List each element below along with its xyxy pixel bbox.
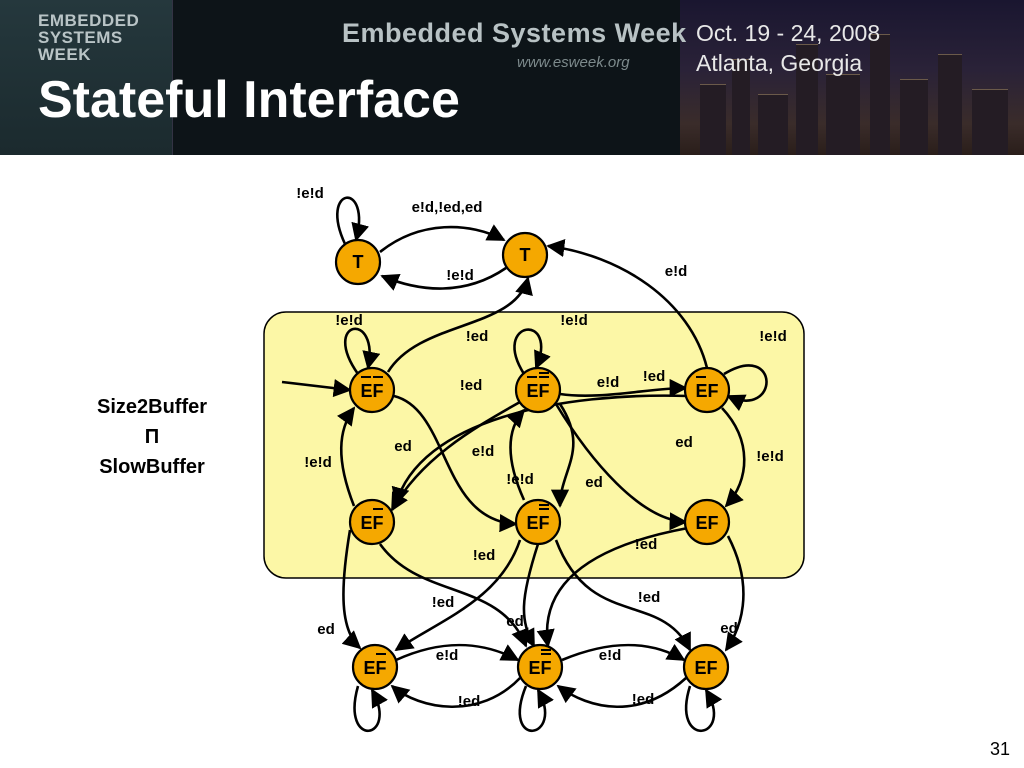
- interface-composition-label: Size2Buffer Π SlowBuffer: [72, 392, 232, 482]
- composition-line: Size2Buffer: [96, 396, 208, 418]
- transition-ef00-ef11: [393, 394, 518, 533]
- event-date: Oct. 19 - 24, 2008: [696, 20, 881, 46]
- transition-ef10-ef00: [337, 406, 356, 507]
- transition-ef01-ef21: [550, 403, 575, 508]
- transition-label: !e!d: [304, 454, 332, 471]
- transition-loop-ef00: [344, 327, 381, 375]
- state-node-t1: T: [334, 238, 382, 286]
- composition-line: SlowBuffer: [99, 456, 205, 478]
- state-node-ef21: EF: [516, 643, 564, 691]
- transition-label: ed: [506, 613, 524, 630]
- transition-label: ed: [675, 434, 693, 451]
- transition-ef11-ef20: [394, 539, 522, 652]
- transition-ef21-ef20: [390, 677, 521, 708]
- transition-ef12-ef22: [724, 535, 745, 652]
- transition-t2-t1: [380, 266, 507, 291]
- state-label: EF: [360, 381, 383, 401]
- transition-ef11-ef01: [506, 408, 526, 501]
- transition-init-ef00: [281, 379, 352, 398]
- state-label: T: [353, 252, 364, 272]
- transition-ef01-ef10: [390, 400, 521, 512]
- state-label: T: [520, 245, 531, 265]
- transition-label: e!d: [436, 647, 459, 664]
- transition-label: e!d: [472, 443, 495, 460]
- logo-panel: [0, 0, 173, 155]
- state-label: EF: [695, 513, 718, 533]
- transition-ef21-ef22: [561, 643, 686, 662]
- transition-label: !ed: [458, 693, 481, 710]
- transition-label: !e!d: [560, 312, 588, 329]
- transition-label: !e!d: [756, 448, 784, 465]
- slide-title: Stateful Interface: [38, 71, 460, 129]
- state-node-ef20: EF: [351, 643, 399, 691]
- state-node-t2: T: [501, 231, 549, 279]
- city-skyline-image: [680, 0, 1024, 155]
- transition-loop-ef02: [723, 364, 768, 412]
- transition-loop-ef01: [513, 328, 551, 375]
- state-label: EF: [363, 658, 386, 678]
- transition-ef11-ef22: [554, 539, 692, 652]
- transition-label: ed: [317, 621, 335, 638]
- page-number: 31: [989, 739, 1010, 759]
- transition-label: !ed: [460, 377, 483, 394]
- event-url: www.esweek.org: [517, 54, 630, 71]
- state-node-ef02: EF: [683, 366, 731, 414]
- state-label: EF: [360, 513, 383, 533]
- transition-label: e!d: [665, 263, 688, 280]
- state-label: EF: [526, 381, 549, 401]
- transition-label: e!d: [597, 374, 620, 391]
- transition-ef00-t2: [386, 276, 533, 373]
- composition-line: Π: [144, 426, 160, 448]
- state-node-ef12: EF: [683, 498, 731, 546]
- transition-label: ed: [720, 620, 738, 637]
- state-node-ef10: EF: [348, 498, 396, 546]
- transition-ef02-ef10: [391, 394, 689, 506]
- transition-ef11-ef21: [518, 543, 540, 648]
- transition-ef10-ef21: [378, 543, 529, 648]
- transition-label: !e!d: [759, 328, 787, 345]
- transition-label: !ed: [466, 328, 489, 345]
- state-label: EF: [694, 658, 717, 678]
- transition-ef20-ef21: [395, 643, 520, 662]
- state-node-ef22: EF: [682, 643, 730, 691]
- state-node-ef11: EF: [514, 498, 562, 546]
- transition-loop-ef22: [684, 685, 723, 733]
- state-label: EF: [528, 658, 551, 678]
- transition-label: !ed: [643, 368, 666, 385]
- event-title: Embedded Systems Week: [342, 18, 687, 48]
- state-label: EF: [526, 513, 549, 533]
- transition-loop-ef21: [518, 685, 554, 733]
- transition-label: ed: [585, 474, 603, 491]
- transition-label: !e!d: [506, 471, 534, 488]
- transition-label: e!d: [599, 647, 622, 664]
- transition-t1-t2: [379, 224, 506, 254]
- transition-label: !ed: [473, 547, 496, 564]
- state-node-ef01: EF: [514, 366, 562, 414]
- transition-label: !ed: [632, 691, 655, 708]
- transition-ef10-ef20: [341, 529, 362, 650]
- state-node-ef00: EF: [348, 366, 396, 414]
- transition-label: !ed: [635, 536, 658, 553]
- transition-label: e!d,!ed,ed: [412, 199, 483, 216]
- transition-loop-ef20: [353, 685, 388, 733]
- transition-ef02-t2: [546, 239, 709, 369]
- transition-label: !ed: [432, 594, 455, 611]
- esweek-logo: EMBEDDED SYSTEMS WEEK: [38, 11, 140, 64]
- transition-ef02-ef12: [721, 407, 746, 508]
- event-location: Atlanta, Georgia: [696, 50, 863, 76]
- transition-label: !e!d: [296, 185, 324, 202]
- transition-label: !e!d: [335, 312, 363, 329]
- transition-ef22-ef21: [556, 677, 687, 708]
- transition-label: ed: [394, 438, 412, 455]
- transition-ef01-ef02: [559, 378, 688, 398]
- transition-loop-t1: [336, 196, 370, 245]
- header-banner: EMBEDDED SYSTEMS WEEK Embedded Systems W…: [0, 0, 1024, 155]
- transition-label: !e!d: [446, 267, 474, 284]
- state-label: EF: [695, 381, 718, 401]
- transition-label: !ed: [638, 589, 661, 606]
